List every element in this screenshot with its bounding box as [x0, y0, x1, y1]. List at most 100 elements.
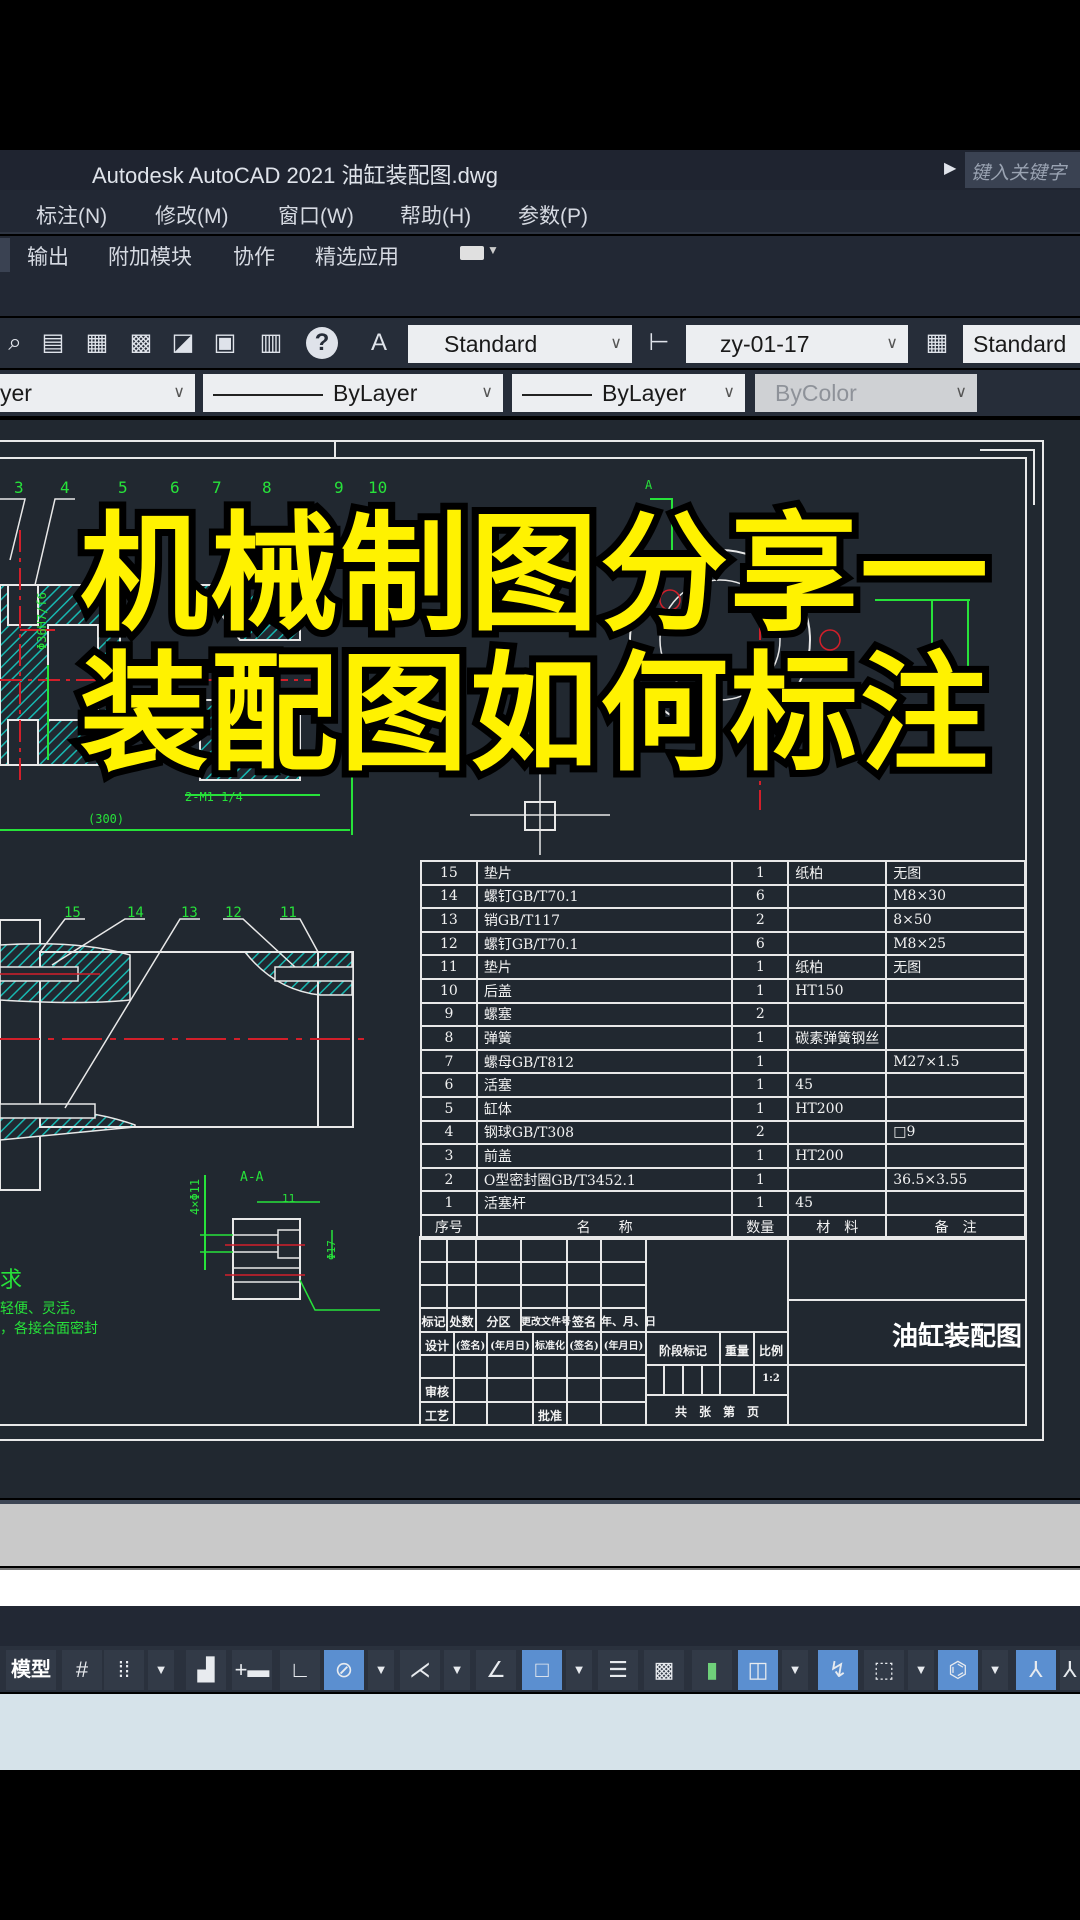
tool-palettes-icon[interactable]: ▩ [129, 329, 153, 356]
object-snap-tracking-icon[interactable]: ∠ [476, 1650, 516, 1690]
tab-addins[interactable]: 附加模块 [108, 246, 192, 269]
ortho-icon[interactable]: ∟ [280, 1650, 320, 1690]
transparency-icon[interactable]: ▩ [644, 1650, 684, 1690]
cell-remark [885, 1190, 1026, 1216]
help-icon[interactable]: ? [306, 327, 338, 359]
menu-window[interactable]: 窗口(W) [278, 205, 354, 228]
cell-remark: 8×50 [885, 907, 1026, 933]
lineweight-sample [522, 393, 592, 396]
cell-name: 垫片 [475, 860, 734, 886]
infer-constraints-icon[interactable]: ▟ [186, 1650, 226, 1690]
menu-bar [0, 190, 1080, 234]
design-center-icon[interactable]: ▦ [85, 329, 109, 356]
tab-featured-apps[interactable]: 精选应用 [315, 246, 399, 269]
snap-icon[interactable]: ⁞⁞ [104, 1650, 144, 1690]
selection-cycling-icon[interactable]: ▮ [692, 1650, 732, 1690]
dynamic-ucs-icon[interactable]: ↯ [818, 1650, 858, 1690]
tb-weight: 重量 [724, 1344, 749, 1358]
text-style-dropdown[interactable]: Standard∨ [408, 325, 632, 363]
balloon-10: 10 [368, 478, 388, 497]
chevron-down-icon[interactable]: ▼ [566, 1650, 592, 1690]
chevron-down-icon[interactable]: ▼ [908, 1650, 934, 1690]
table-style-dropdown[interactable]: Standard [963, 325, 1080, 363]
thread-note: 2-M1 1/4 [185, 790, 243, 804]
layer-dropdown[interactable]: yer∨ [0, 374, 195, 412]
cell-material [787, 930, 888, 957]
menu-modify[interactable]: 修改(M) [155, 205, 229, 228]
tb-standardization: 标准化 [535, 1341, 565, 1352]
gizmo-icon[interactable]: ⌬ [938, 1650, 978, 1690]
cell-remark: M27×1.5 [885, 1048, 1026, 1075]
lineweight-display-icon[interactable]: ☰ [598, 1650, 638, 1690]
chevron-down-icon[interactable]: ▼ [782, 1650, 808, 1690]
chevron-down-icon[interactable]: ▼ [982, 1650, 1008, 1690]
cell-material [787, 907, 888, 933]
markup-icon[interactable]: ▣ [213, 329, 237, 356]
cell-qty: 1 [731, 1143, 790, 1169]
dim-11: 11 [282, 1192, 296, 1205]
3d-object-snap-icon[interactable]: ◫ [738, 1650, 778, 1690]
table-style-value: Standard [973, 331, 1067, 357]
chevron-down-icon[interactable]: ▼ [444, 1650, 470, 1690]
chevron-down-icon[interactable]: ▼ [368, 1650, 394, 1690]
tab-output[interactable]: 输出 [27, 246, 69, 269]
tb-std-date: (年月日) [603, 1341, 644, 1352]
drawing-geometry [0, 440, 1044, 1441]
chevron-down-icon[interactable]: ▼ [487, 243, 499, 257]
tab-collaborate[interactable]: 协作 [233, 246, 275, 269]
cell-qty: 2 [731, 907, 790, 933]
cell-material [787, 1166, 888, 1193]
ribbon-tab-active-edge[interactable] [0, 238, 10, 272]
isodraft-icon[interactable]: ⋌ [400, 1650, 440, 1690]
expand-arrow-icon[interactable]: ▶ [944, 160, 957, 177]
cell-material: HT200 [787, 1095, 888, 1122]
dim-phi17: Φ17 [325, 1240, 338, 1260]
cell-remark [885, 1072, 1026, 1098]
menu-dimension[interactable]: 标注(N) [36, 205, 108, 228]
cell-qty: 1 [731, 977, 790, 1004]
command-line-input[interactable] [0, 1568, 1080, 1606]
cell-seq: 3 [420, 1143, 478, 1169]
header-name: 名 称 [475, 1213, 734, 1240]
calculator-icon[interactable]: ▥ [259, 329, 283, 356]
annotation-visibility-icon[interactable]: ⅄ [1016, 1650, 1056, 1690]
search-input[interactable]: 键入关键字 [965, 152, 1080, 188]
menu-parameters[interactable]: 参数(P) [518, 205, 588, 228]
dimension-style-dropdown[interactable]: zy-01-17∨ [686, 325, 908, 363]
overlay-title-line-2: 装配图如何标注 [73, 640, 995, 789]
cell-name: 缸体 [475, 1095, 734, 1122]
cell-remark [885, 1095, 1026, 1122]
balloon-14: 14 [127, 905, 144, 921]
properties-icon[interactable]: ▤ [41, 329, 65, 356]
polar-tracking-icon[interactable]: ⊘ [324, 1650, 364, 1690]
chevron-down-icon[interactable]: ▼ [148, 1650, 174, 1690]
cell-remark: 无图 [885, 860, 1026, 886]
cell-seq: 13 [420, 907, 478, 933]
cell-seq: 11 [420, 954, 478, 980]
sheet-set-icon[interactable]: ◪ [171, 329, 195, 356]
object-snap-icon[interactable]: □ [522, 1650, 562, 1690]
linetype-dropdown[interactable]: ByLayer∨ [203, 374, 503, 412]
chevron-down-icon: ∨ [955, 384, 967, 401]
chevron-down-icon: ∨ [481, 384, 493, 401]
dynamic-input-icon[interactable]: +▬ [232, 1650, 272, 1690]
table-style-icon[interactable]: ▦ [925, 329, 949, 356]
cell-name: 垫片 [475, 954, 734, 980]
zoom-icon[interactable]: ⌕ [8, 329, 22, 356]
cell-material: 45 [787, 1190, 888, 1216]
lineweight-dropdown[interactable]: ByLayer∨ [512, 374, 745, 412]
annotation-scale-icon[interactable]: ⅄ [1060, 1650, 1080, 1690]
cell-qty: 6 [731, 883, 790, 910]
selection-filter-icon[interactable]: ⬚ [864, 1650, 904, 1690]
menu-help[interactable]: 帮助(H) [400, 205, 472, 228]
ribbon-display-toggle-icon[interactable] [460, 246, 484, 260]
dimension-style-icon[interactable]: ⊢ [648, 329, 670, 356]
text-style-icon[interactable]: A [370, 329, 387, 356]
model-space-button[interactable]: 模型 [6, 1650, 56, 1690]
tb-zone: 分区 [486, 1315, 511, 1329]
grid-icon[interactable]: # [62, 1650, 102, 1690]
